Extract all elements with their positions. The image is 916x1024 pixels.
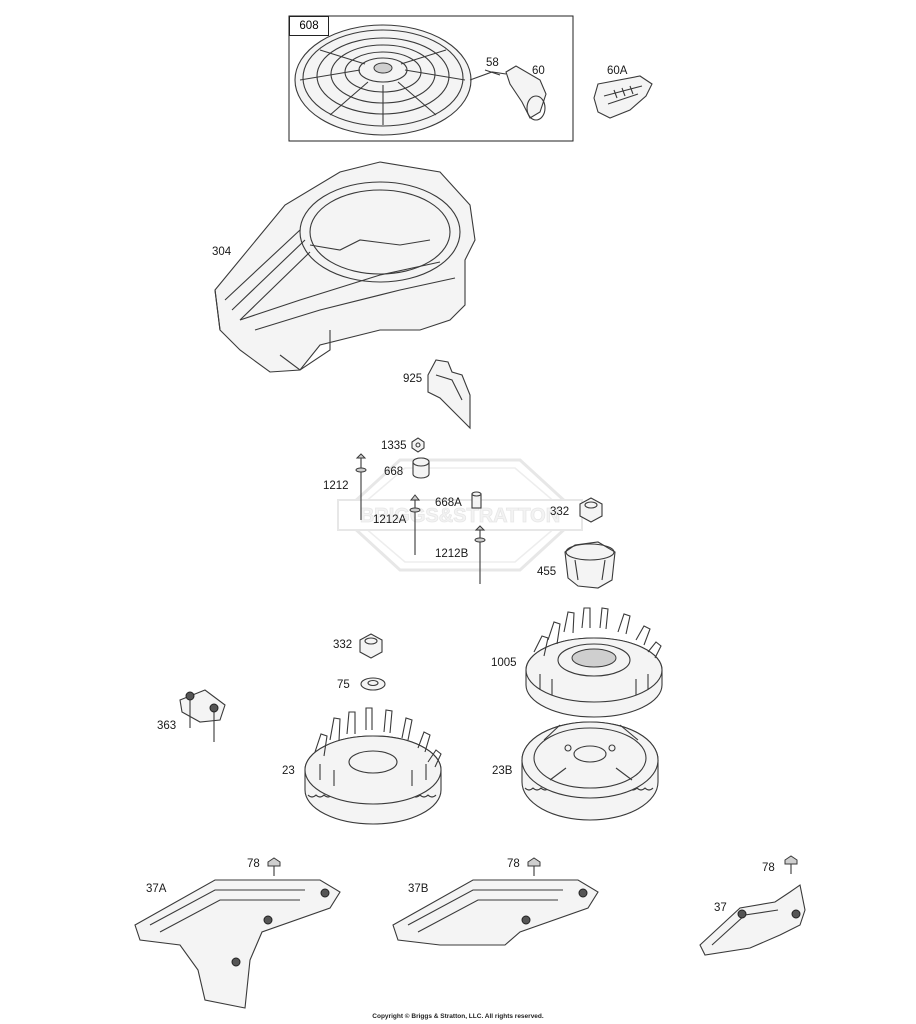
label-1212: 1212 bbox=[323, 480, 349, 492]
washer-75 bbox=[360, 677, 386, 691]
label-1212a: 1212A bbox=[373, 514, 407, 526]
stud-1212 bbox=[355, 453, 367, 520]
label-332-top: 332 bbox=[550, 506, 570, 518]
blower-housing bbox=[214, 161, 476, 373]
flywheel-1005 bbox=[525, 607, 663, 718]
label-78-middle: 78 bbox=[507, 858, 520, 870]
label-23b: 23B bbox=[492, 765, 513, 777]
stud-1212b bbox=[474, 525, 486, 584]
armature-37b bbox=[392, 879, 599, 946]
rotating-screen bbox=[564, 541, 616, 589]
nut-1335 bbox=[411, 437, 425, 453]
label-37: 37 bbox=[714, 902, 727, 914]
label-332-lower: 332 bbox=[333, 639, 353, 651]
label-1335: 1335 bbox=[381, 440, 407, 452]
label-58: 58 bbox=[486, 57, 499, 69]
brake-assembly bbox=[179, 689, 226, 742]
spacer-668 bbox=[412, 457, 430, 479]
label-23: 23 bbox=[282, 765, 295, 777]
label-925: 925 bbox=[403, 373, 423, 385]
stud-1212a bbox=[409, 494, 421, 555]
flywheel-23b bbox=[521, 721, 659, 821]
label-304: 304 bbox=[212, 246, 232, 258]
armature-37a bbox=[134, 879, 341, 1009]
label-37a: 37A bbox=[146, 883, 167, 895]
label-668: 668 bbox=[384, 466, 404, 478]
flywheel-nut-top bbox=[579, 497, 603, 523]
label-60a: 60A bbox=[607, 65, 628, 77]
label-1005: 1005 bbox=[491, 657, 517, 669]
rewind-starter-box bbox=[288, 15, 574, 142]
label-668a: 668A bbox=[435, 497, 462, 509]
bolt-78-right bbox=[784, 855, 798, 874]
label-75: 75 bbox=[337, 679, 350, 691]
spacer-668a bbox=[471, 491, 482, 509]
starter-handle bbox=[505, 65, 547, 121]
starter-handle-alt bbox=[593, 75, 653, 119]
label-1212b: 1212B bbox=[435, 548, 469, 560]
bolt-78-left bbox=[267, 857, 281, 876]
label-78-left: 78 bbox=[247, 858, 260, 870]
label-455: 455 bbox=[537, 566, 557, 578]
air-guide bbox=[427, 359, 471, 430]
label-363: 363 bbox=[157, 720, 177, 732]
label-78-right: 78 bbox=[762, 862, 775, 874]
label-608: 608 bbox=[289, 16, 329, 36]
label-37b: 37B bbox=[408, 883, 429, 895]
rewind-starter bbox=[294, 24, 507, 136]
flywheel-23 bbox=[304, 707, 442, 825]
armature-37 bbox=[699, 884, 806, 956]
leader-58 bbox=[484, 69, 501, 76]
bolt-78-middle bbox=[527, 857, 541, 876]
flywheel-nut-lower bbox=[359, 633, 383, 659]
copyright-notice: Copyright © Briggs & Stratton, LLC. All … bbox=[372, 1013, 544, 1020]
label-60: 60 bbox=[532, 65, 545, 77]
